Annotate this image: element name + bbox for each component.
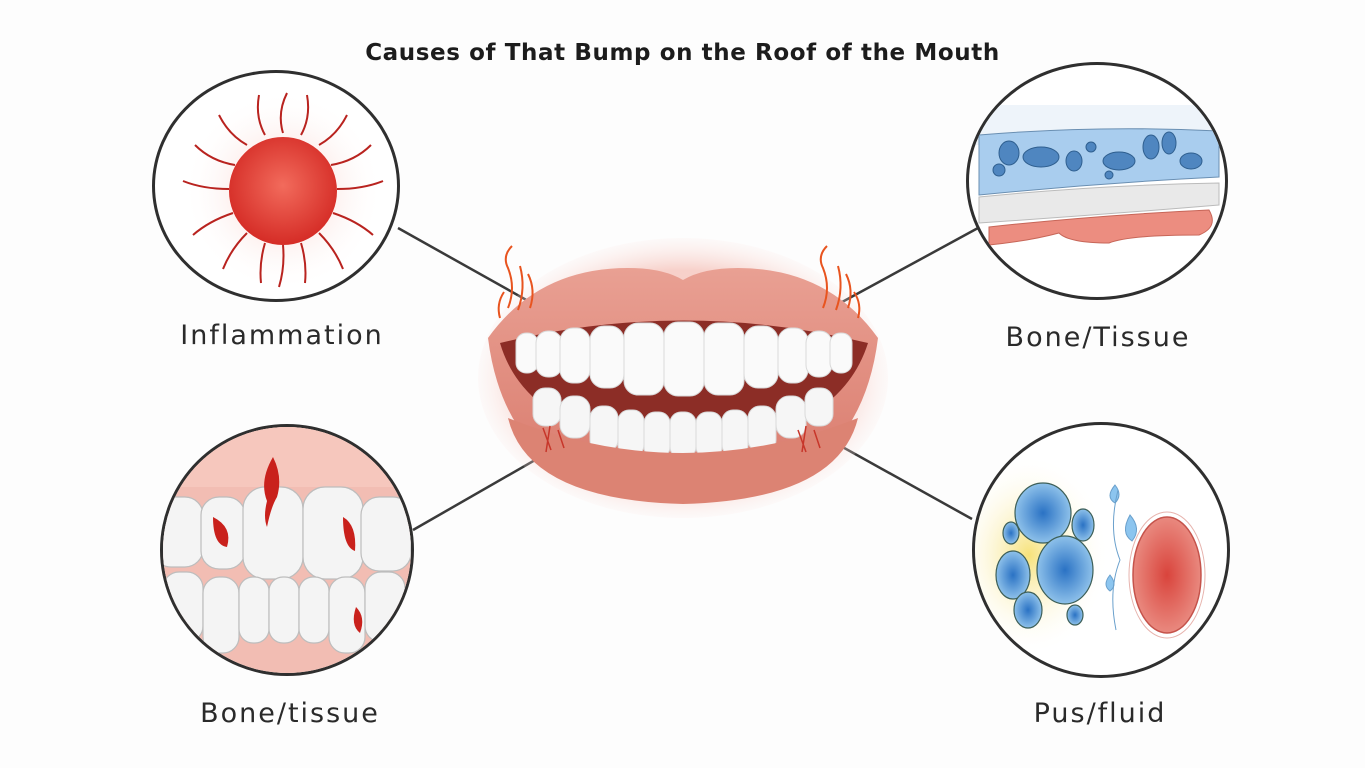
bone-tissue-layers-icon [969, 105, 1225, 246]
pus-fluid-label: Pus/fluid [1033, 698, 1167, 729]
bone-tissue-label-bottom: Bone/tissue [200, 698, 380, 729]
inflamed-lesion-icon [182, 91, 384, 291]
page-title: Causes of That Bump on the Roof of the M… [365, 40, 1000, 66]
bone-tissue-label-top: Bone/Tissue [1005, 322, 1191, 353]
inflammation-circle [152, 70, 400, 302]
inflammation-label: Inflammation [180, 320, 384, 351]
bone-tissue-circle-top [966, 62, 1228, 300]
mouth-illustration [478, 238, 888, 518]
bleeding-teeth-icon [163, 427, 411, 673]
pus-cells-cyst-icon [975, 455, 1206, 655]
bone-tissue-circle-bottom [160, 424, 414, 676]
pus-fluid-circle [972, 422, 1230, 678]
